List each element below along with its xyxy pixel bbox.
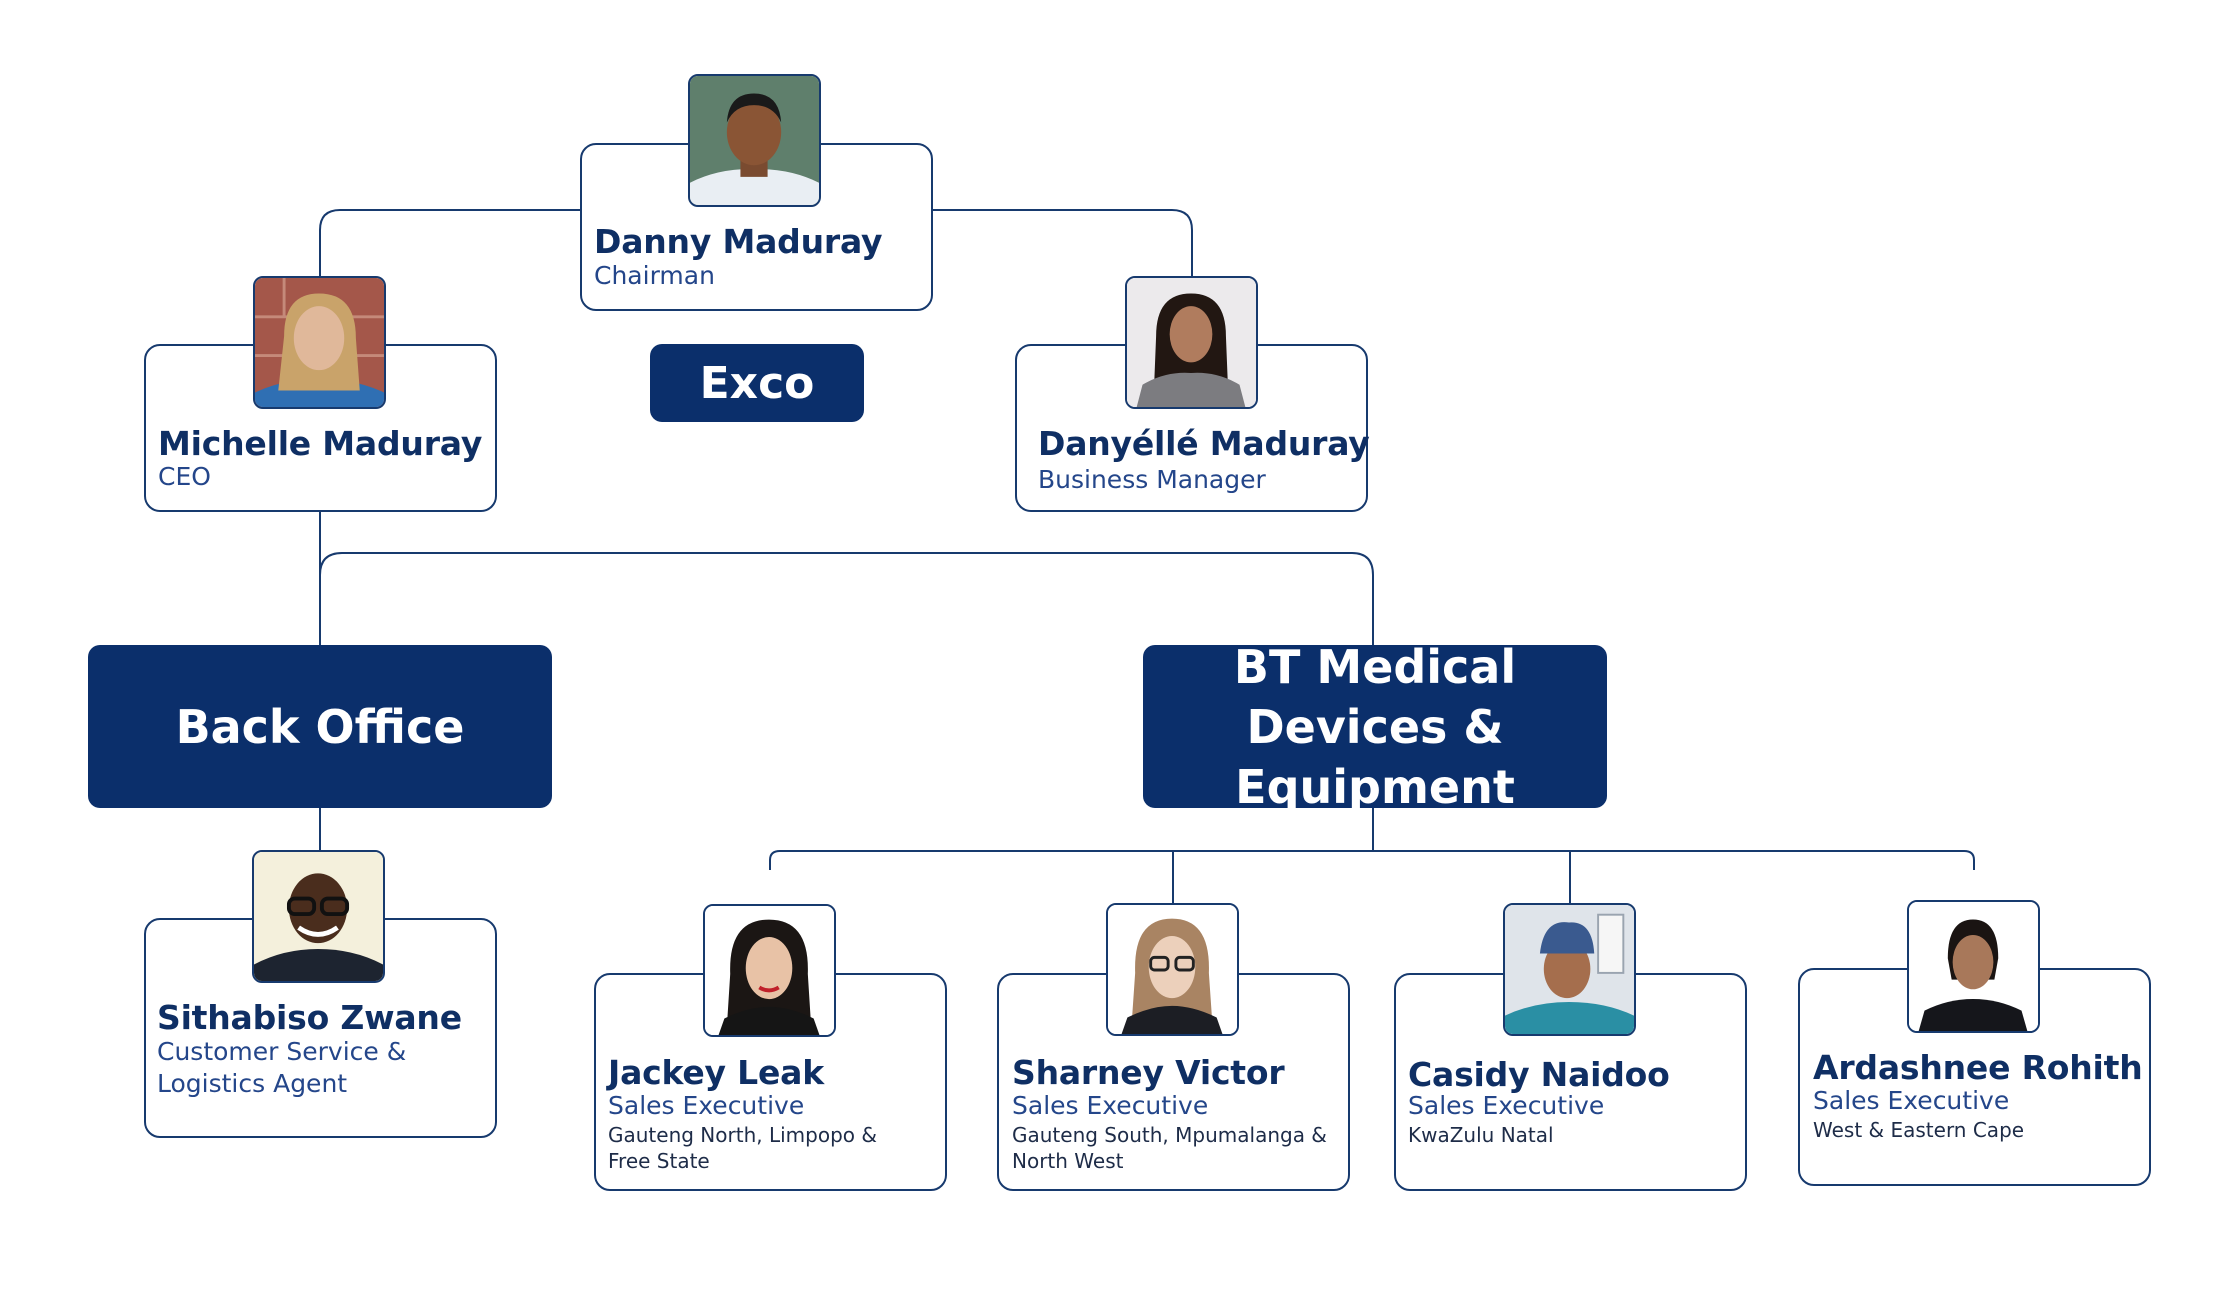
person-region: KwaZulu Natal: [1408, 1123, 1554, 1147]
department-medical-devices-label: BT Medical Devices & Equipment: [1233, 639, 1517, 814]
avatar-sales-casidy: [1503, 903, 1636, 1036]
avatar-ceo: [253, 276, 386, 409]
person-name: Danny Maduray: [594, 222, 883, 261]
person-name: Sithabiso Zwane: [157, 998, 462, 1037]
person-role: Customer Service & Logistics Agent: [157, 1037, 407, 1098]
person-role: Sales Executive: [1012, 1091, 1209, 1120]
avatar-sales-jackey: [703, 904, 836, 1037]
department-medical-devices: BT Medical Devices & Equipment: [1143, 640, 1607, 814]
avatar-business-manager: [1125, 276, 1258, 409]
avatar-chairman: [688, 74, 821, 207]
person-name: Ardashnee Rohith: [1813, 1048, 2143, 1087]
connector-departments-bar: [319, 552, 1374, 645]
person-role: Business Manager: [1038, 465, 1266, 494]
person-role: Chairman: [594, 261, 715, 290]
person-role: Sales Executive: [1813, 1086, 2010, 1115]
exco-banner: Exco: [650, 344, 864, 422]
connector-chairman-to-ceo: [319, 209, 580, 276]
department-back-office: Back Office: [88, 645, 552, 808]
person-role: CEO: [158, 462, 211, 491]
connector-sales-bar: [769, 850, 1975, 870]
person-region: Gauteng South, Mpumalanga & North West: [1012, 1123, 1327, 1173]
person-role: Sales Executive: [608, 1091, 805, 1120]
person-region: West & Eastern Cape: [1813, 1118, 2025, 1142]
connector-chairman-to-business-manager: [932, 209, 1193, 276]
person-name: Michelle Maduray: [158, 424, 483, 463]
person-name: Danyéllé Maduray: [1038, 424, 1370, 463]
avatar-sales-ardashnee: [1907, 900, 2040, 1033]
person-name: Casidy Naidoo: [1408, 1055, 1670, 1094]
person-region: Gauteng North, Limpopo & Free State: [608, 1123, 877, 1173]
avatar-sales-sharney: [1106, 903, 1239, 1036]
person-name: Jackey Leak: [608, 1053, 824, 1092]
person-name: Sharney Victor: [1012, 1053, 1285, 1092]
person-role: Sales Executive: [1408, 1091, 1605, 1120]
avatar-logistics-agent: [252, 850, 385, 983]
